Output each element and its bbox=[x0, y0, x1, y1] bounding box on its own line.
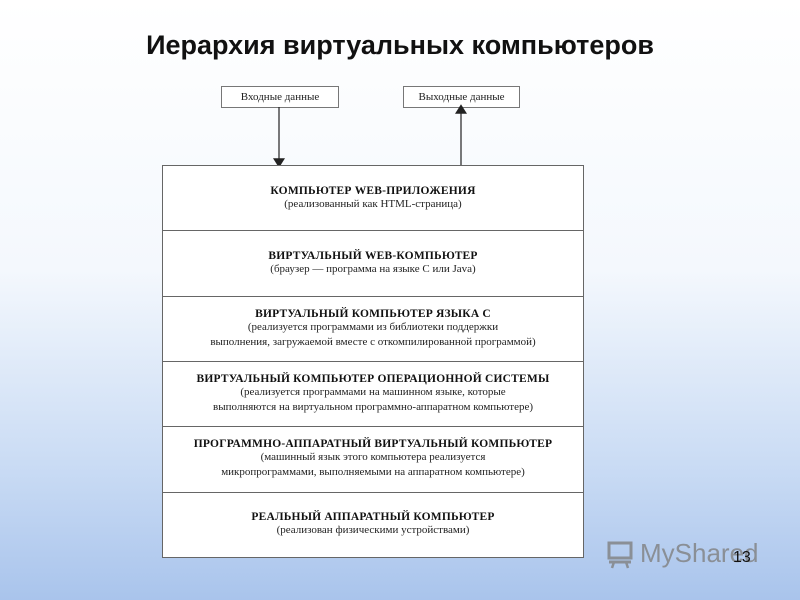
layer-desc: микропрограммами, выполняемыми на аппара… bbox=[221, 466, 525, 479]
layer-title: КОМПЬЮТЕР WEB-ПРИЛОЖЕНИЯ bbox=[270, 184, 476, 197]
layer-c-language: ВИРТУАЛЬНЫЙ КОМПЬЮТЕР ЯЗЫКА C (реализует… bbox=[163, 297, 583, 362]
layer-desc: (реализован физическими устройствами) bbox=[276, 524, 470, 537]
layer-hardware: РЕАЛЬНЫЙ АППАРАТНЫЙ КОМПЬЮТЕР (реализова… bbox=[163, 493, 583, 557]
layer-desc: (реализованный как HTML-страница) bbox=[284, 197, 462, 210]
layer-desc: (машинный язык этого компьютера реализуе… bbox=[260, 451, 486, 464]
layer-title: РЕАЛЬНЫЙ АППАРАТНЫЙ КОМПЬЮТЕР bbox=[251, 511, 495, 524]
layer-desc: (браузер — программа на языке C или Java… bbox=[270, 262, 476, 275]
layer-title: ВИРТУАЛЬНЫЙ КОМПЬЮТЕР ЯЗЫКА C bbox=[255, 307, 491, 320]
layer-title: ВИРТУАЛЬНЫЙ КОМПЬЮТЕР ОПЕРАЦИОННОЙ СИСТЕ… bbox=[196, 373, 550, 386]
logo-text: MyShared bbox=[640, 538, 759, 568]
virtual-machine-stack: КОМПЬЮТЕР WEB-ПРИЛОЖЕНИЯ (реализованный … bbox=[162, 165, 584, 558]
layer-title: ВИРТУАЛЬНЫЙ WEB-КОМПЬЮТЕР bbox=[268, 249, 478, 262]
layer-desc: выполнения, загружаемой вместе с откомпи… bbox=[210, 335, 536, 348]
layer-title: ПРОГРАММНО-АППАРАТНЫЙ ВИРТУАЛЬНЫЙ КОМПЬЮ… bbox=[193, 438, 553, 451]
layer-desc: выполняются на виртуальном программно-ап… bbox=[213, 401, 533, 414]
presentation-board-icon bbox=[607, 541, 633, 568]
layer-web-app: КОМПЬЮТЕР WEB-ПРИЛОЖЕНИЯ (реализованный … bbox=[163, 166, 583, 232]
slide-title: Иерархия виртуальных компьютеров bbox=[146, 30, 654, 60]
page-number: 13 bbox=[733, 549, 751, 566]
myshared-logo: MyShared bbox=[606, 538, 759, 569]
layer-desc: (реализуется программами из библиотеки п… bbox=[247, 320, 499, 333]
input-data-box: Входные данные bbox=[221, 86, 339, 108]
output-data-box: Выходные данные bbox=[403, 86, 520, 108]
layer-desc: (реализуется программами на машинном язы… bbox=[240, 386, 506, 399]
layer-web-computer: ВИРТУАЛЬНЫЙ WEB-КОМПЬЮТЕР (браузер — про… bbox=[163, 231, 583, 297]
layer-firmware: ПРОГРАММНО-АППАРАТНЫЙ ВИРТУАЛЬНЫЙ КОМПЬЮ… bbox=[163, 427, 583, 493]
layer-operating-system: ВИРТУАЛЬНЫЙ КОМПЬЮТЕР ОПЕРАЦИОННОЙ СИСТЕ… bbox=[163, 362, 583, 428]
